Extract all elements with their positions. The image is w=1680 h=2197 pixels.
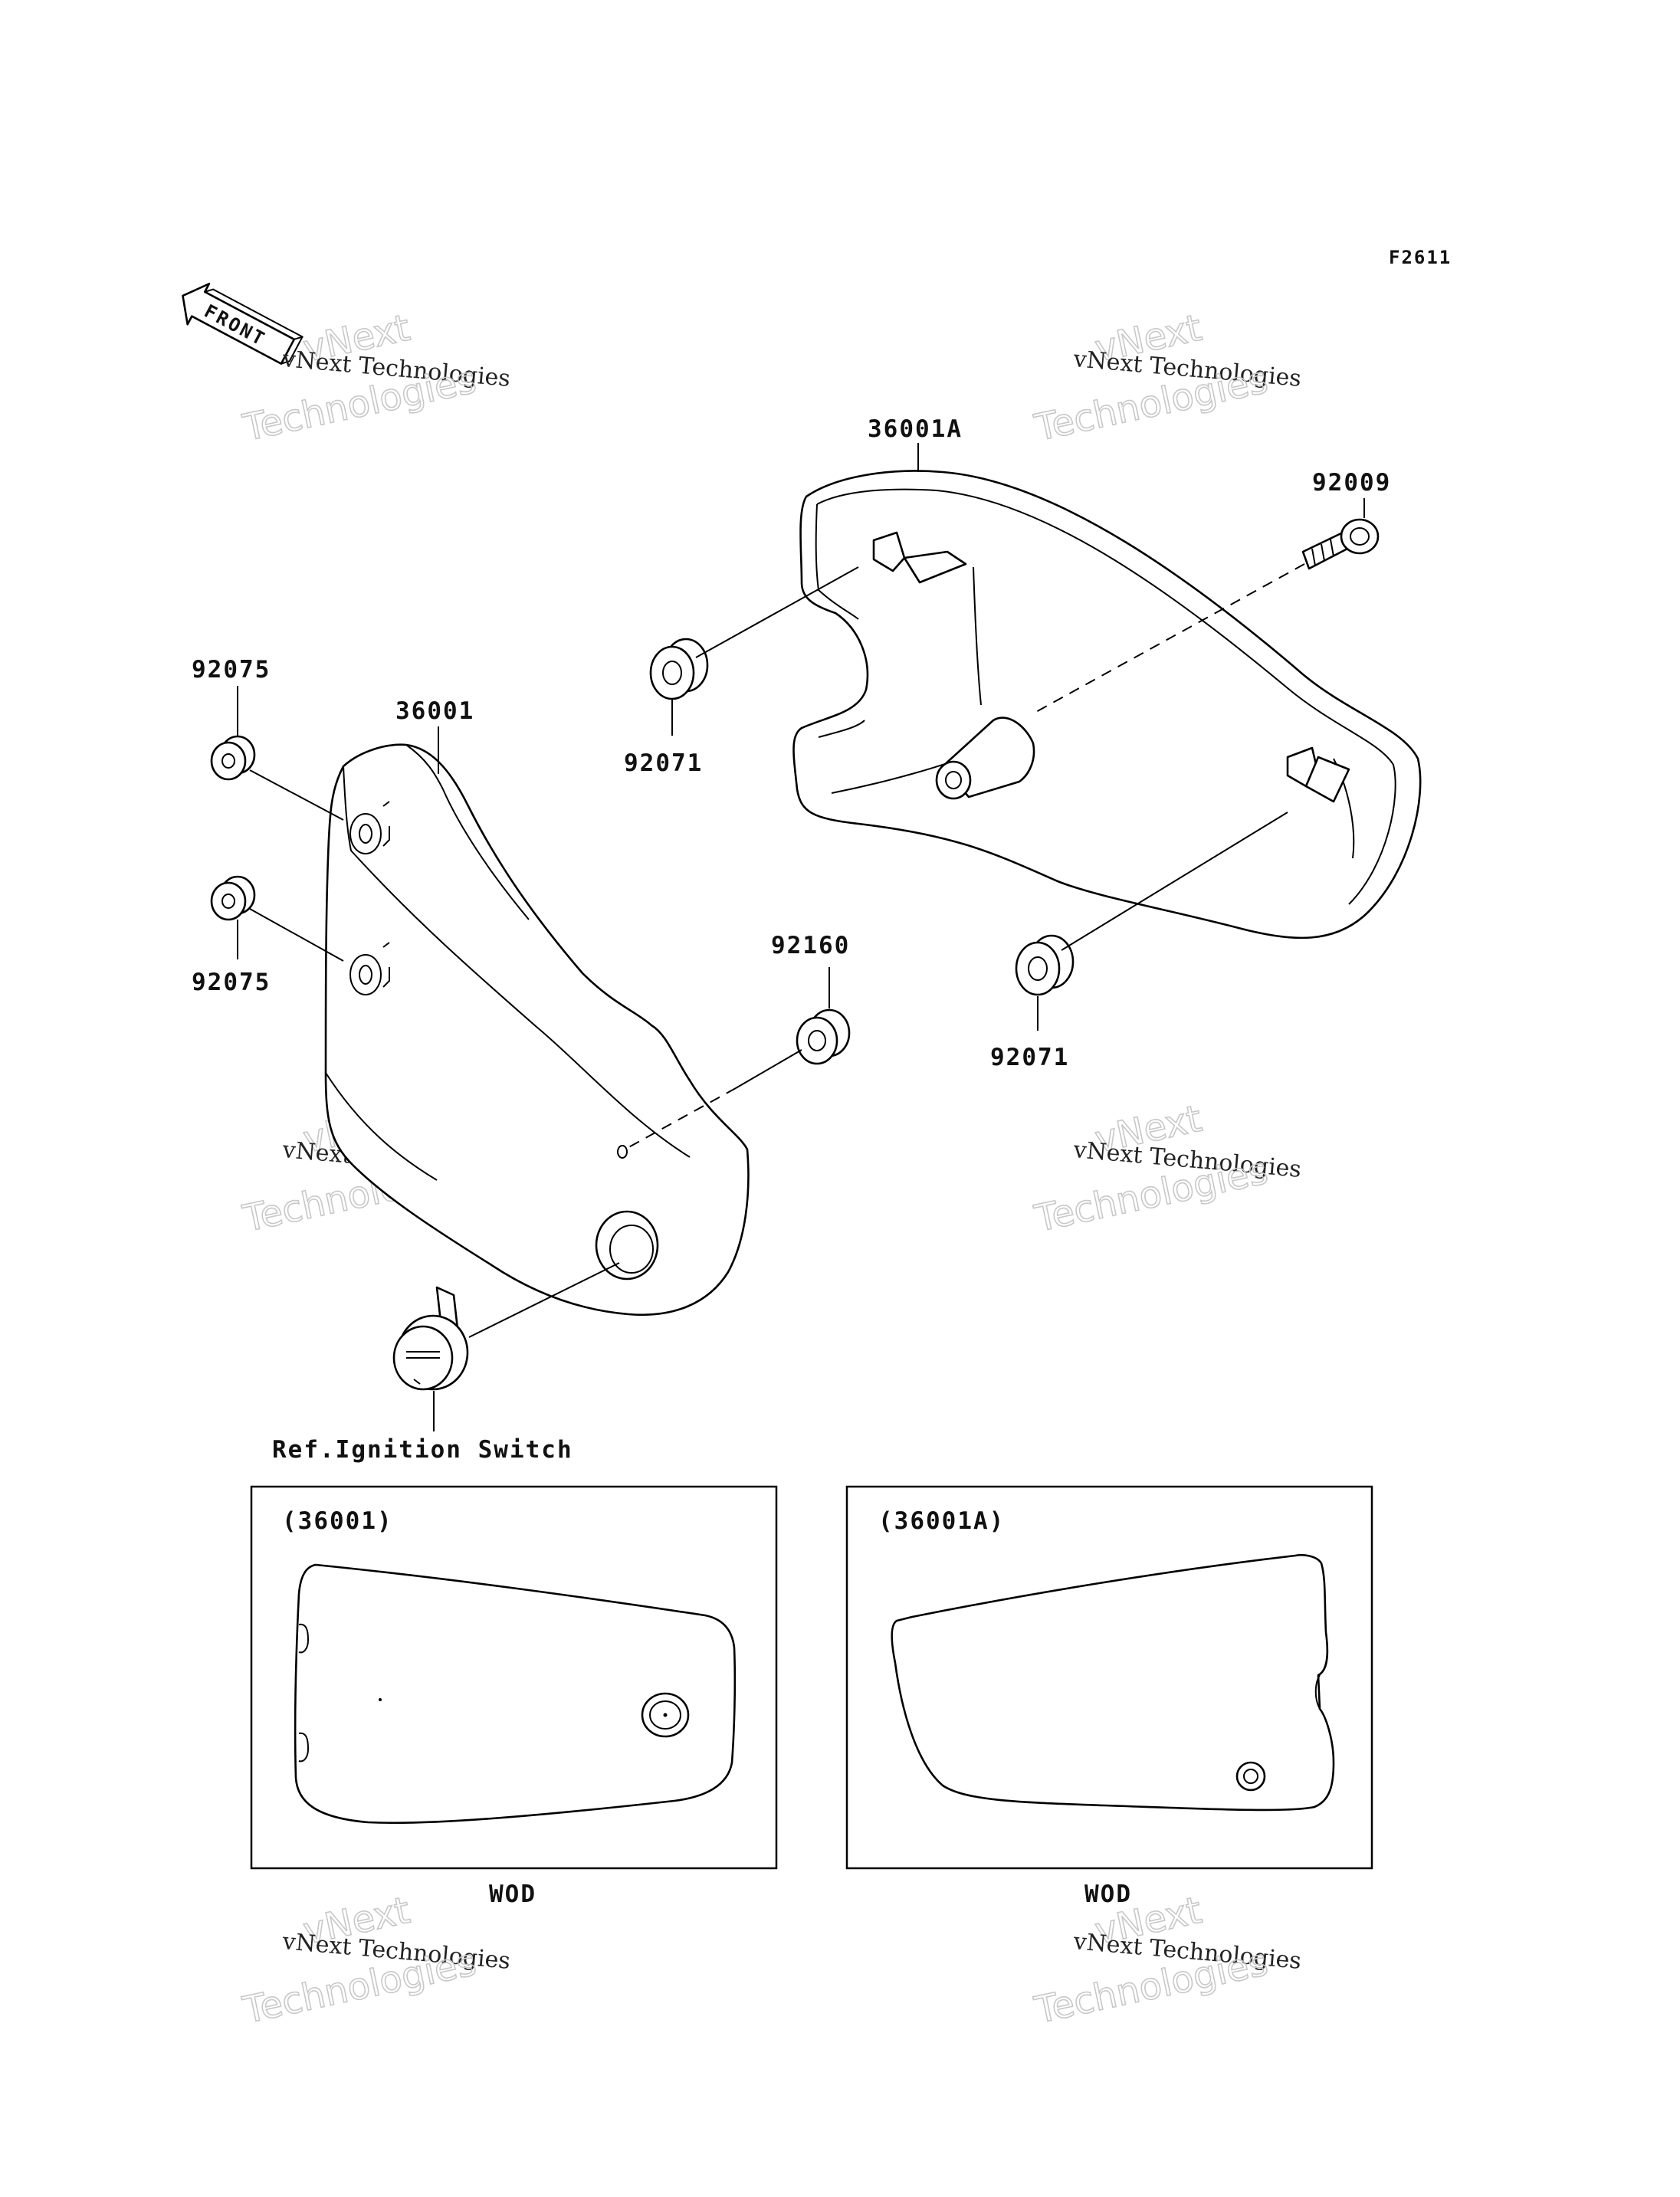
callout-grommet-upper: 92071 <box>624 749 703 777</box>
callout-cover-left: 36001 <box>395 697 474 725</box>
watermark-top-right: vNext vNext Technologies Technologies <box>1030 306 1302 451</box>
inset-frame <box>845 1485 1373 1870</box>
callout-bolt: 92009 <box>1312 469 1391 497</box>
damper-bottom-icon <box>210 875 256 921</box>
bolt-icon <box>1301 518 1380 570</box>
lock-hole-icon <box>641 1692 690 1738</box>
mounting-hole-top <box>349 801 390 854</box>
inset-title: (36001) <box>282 1507 393 1535</box>
inset-caption: WOD <box>1084 1881 1132 1908</box>
right-side-cover <box>792 470 1422 939</box>
callout-grommet-lower: 92071 <box>990 1044 1069 1071</box>
cover-silhouette <box>891 1554 1335 1812</box>
callout-grommet-side: 92160 <box>771 932 850 959</box>
figure-code: F2611 <box>1389 247 1452 268</box>
grommet-upper-icon <box>649 638 709 700</box>
grommet-side-icon <box>796 1008 851 1065</box>
leader-lines <box>237 443 1365 1431</box>
watermark-bottom-left: vNext vNext Technologies Technologies <box>238 1888 511 2033</box>
inset-title: (36001A) <box>878 1507 1005 1535</box>
mount-hole-icon <box>1235 1761 1266 1792</box>
watermark-top-left: vNext vNext Technologies Technologies <box>238 306 511 451</box>
inset-caption: WOD <box>489 1881 536 1908</box>
callout-cover-right: 36001A <box>868 415 963 443</box>
callout-damper-bottom: 92075 <box>192 969 271 996</box>
watermark-mid-right: vNext vNext Technologies Technologies <box>1030 1097 1302 1241</box>
mounting-hole-bottom <box>349 942 390 995</box>
grommet-lower-icon <box>1015 934 1075 996</box>
left-side-cover <box>324 743 750 1317</box>
ignition-switch-icon <box>392 1286 469 1391</box>
cover-silhouette <box>294 1563 737 1825</box>
inset-left-cover: (36001) WOD <box>250 1485 778 1908</box>
reference-note: Ref.Ignition Switch <box>272 1436 573 1464</box>
inset-right-cover: (36001A) WOD <box>845 1485 1373 1908</box>
inset-frame <box>250 1485 778 1870</box>
watermark-bottom-right: vNext vNext Technologies Technologies <box>1030 1888 1302 2033</box>
cover-boss <box>935 716 1035 800</box>
callout-damper-top: 92075 <box>192 656 271 684</box>
damper-top-icon <box>210 735 256 781</box>
lock-hole <box>595 1210 659 1280</box>
